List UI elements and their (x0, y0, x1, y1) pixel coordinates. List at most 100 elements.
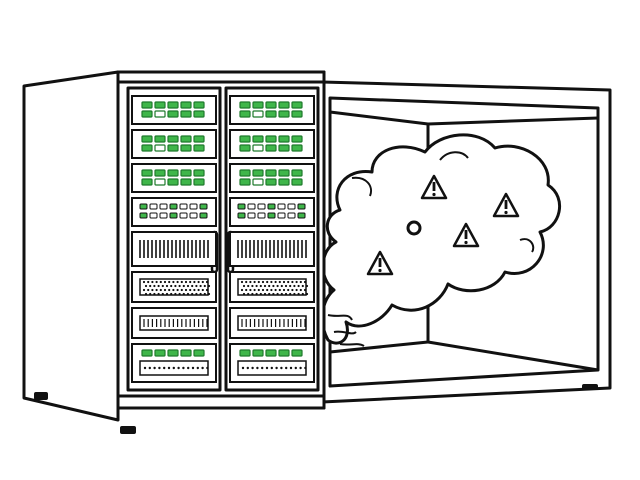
mesh-hole (155, 288, 158, 292)
mesh-hole (247, 284, 250, 288)
mesh-hole (170, 292, 173, 296)
smoke-cloud (320, 133, 561, 347)
status-led (239, 101, 251, 109)
status-led (287, 212, 296, 219)
status-led (278, 101, 290, 109)
mesh-hole (165, 284, 169, 288)
mesh-hole (178, 284, 181, 288)
mesh-hole (270, 366, 273, 370)
mesh-hole (206, 366, 209, 370)
status-led (180, 101, 192, 109)
status-led (141, 169, 153, 177)
status-led (167, 349, 179, 357)
mesh-hole (149, 284, 152, 288)
status-led (237, 212, 246, 219)
server-unit (131, 129, 217, 159)
mesh-hole (180, 280, 183, 284)
mesh-hole (157, 284, 160, 288)
mesh-hole (168, 280, 171, 284)
status-led (193, 101, 205, 109)
status-led (141, 101, 153, 109)
server-unit (229, 163, 315, 193)
mesh-hole (253, 288, 256, 292)
mesh-hole (289, 366, 293, 370)
status-led (239, 349, 251, 357)
mesh-hole (142, 288, 146, 292)
mesh-hole (203, 284, 206, 288)
status-led (252, 135, 264, 143)
mesh-hole (184, 280, 188, 284)
mesh-hole (199, 292, 202, 296)
mesh-hole (177, 366, 180, 370)
status-led (291, 178, 303, 186)
mesh-hole (305, 292, 309, 296)
status-led (193, 169, 205, 177)
status-led (247, 203, 256, 210)
mesh-hole (189, 288, 192, 292)
status-led (265, 349, 277, 357)
status-led (291, 349, 303, 357)
status-led (139, 203, 148, 210)
status-led (257, 212, 266, 219)
mesh-hole (201, 280, 204, 284)
server-unit (131, 231, 217, 267)
server-unit (229, 95, 315, 125)
mesh-hole (163, 288, 167, 292)
mesh-hole (251, 292, 254, 296)
mesh-hole (255, 284, 258, 288)
rack-bottom-band (116, 394, 326, 410)
mesh-hole (170, 284, 173, 288)
rack-foot (120, 426, 136, 434)
mesh-hole (299, 366, 302, 370)
mesh-hole (174, 292, 177, 296)
server-unit (131, 197, 217, 227)
server-unit (131, 163, 217, 193)
status-led (257, 203, 266, 210)
mesh-hole (195, 292, 198, 296)
status-led (167, 135, 179, 143)
mesh-hole (184, 288, 188, 292)
status-led (199, 203, 208, 210)
mesh-hole (257, 280, 260, 284)
mesh-hole (303, 288, 307, 292)
mesh-hole (144, 292, 148, 296)
status-led (265, 169, 277, 177)
status-led (193, 144, 205, 152)
mesh-hole (147, 288, 150, 292)
status-led (278, 169, 290, 177)
status-led (167, 169, 179, 177)
rack-top-band (116, 70, 326, 84)
warning-triangle-icon (452, 222, 480, 248)
mesh-hole (291, 280, 294, 284)
mesh-hole (266, 288, 269, 292)
warning-icons (366, 174, 520, 276)
status-led (149, 203, 158, 210)
mesh-hole (280, 284, 283, 288)
mesh-hole (153, 366, 156, 370)
mesh-hole (155, 280, 158, 284)
mesh-hole (207, 292, 211, 296)
status-led (265, 110, 277, 118)
mesh-hole (142, 280, 146, 284)
status-led (167, 178, 179, 186)
cabinet-floor-line (427, 340, 599, 372)
mesh-hole (195, 284, 198, 288)
mesh-hole (291, 288, 294, 292)
mesh-hole (272, 284, 275, 288)
status-led (193, 178, 205, 186)
status-led (149, 212, 158, 219)
mesh-hole (297, 284, 300, 288)
mesh-hole (268, 292, 271, 296)
mesh-hole (272, 292, 275, 296)
status-led (265, 144, 277, 152)
status-led (239, 178, 251, 186)
warning-triangle-icon (492, 192, 520, 218)
mesh-hole (270, 288, 273, 292)
mesh-hole (256, 366, 259, 370)
mesh-hole (257, 288, 260, 292)
mesh-hole (265, 366, 269, 370)
mesh-hole (193, 288, 196, 292)
mesh-hole (176, 288, 179, 292)
status-led (291, 144, 303, 152)
mesh-hole (151, 288, 154, 292)
